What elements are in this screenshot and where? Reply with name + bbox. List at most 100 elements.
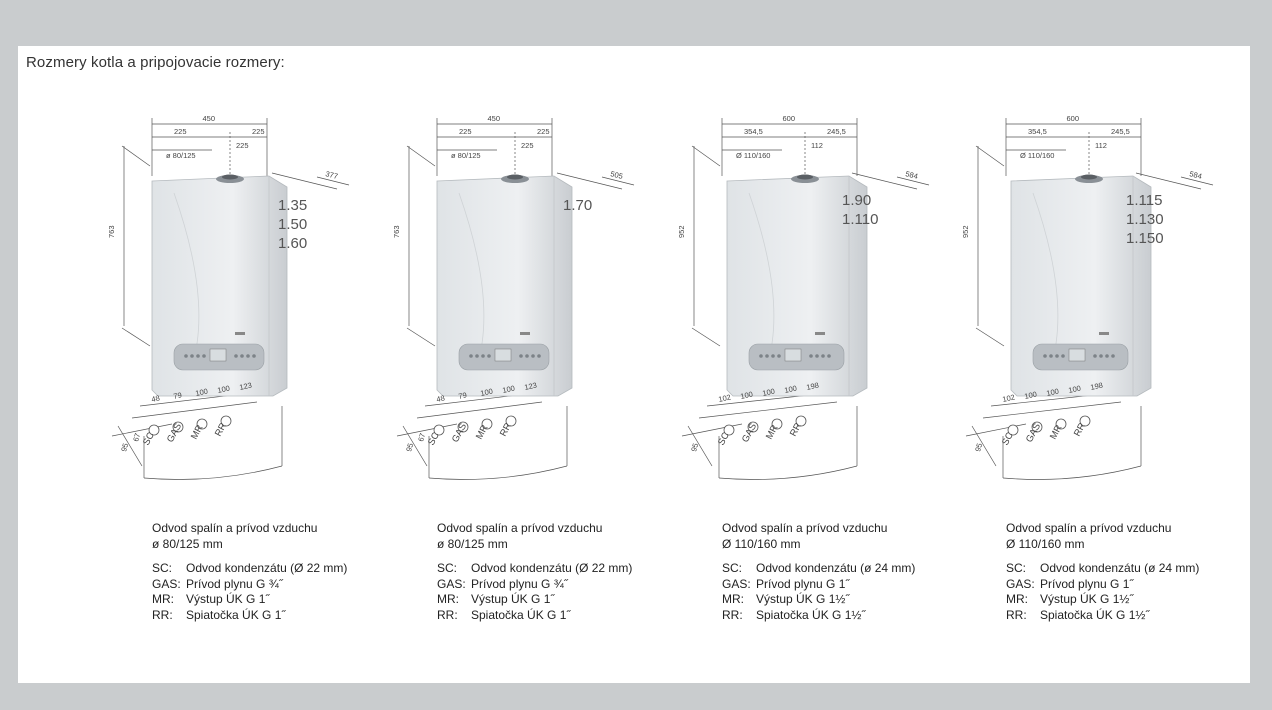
boiler-body bbox=[1010, 175, 1152, 397]
connection-mr bbox=[1055, 418, 1067, 430]
dimension-label: 354,5 bbox=[744, 127, 763, 136]
dimension-label: 100 bbox=[502, 384, 516, 395]
legend-text: Odvod kondenzátu (Ø 22 mm) bbox=[186, 561, 348, 575]
dimension-label: 198 bbox=[1090, 381, 1104, 392]
legend-key: MR: bbox=[152, 592, 174, 606]
legend-text: Prívod plynu G 1˝ bbox=[1040, 576, 1134, 591]
connection-gas bbox=[457, 421, 469, 433]
dimension-label: Ø 110/160 bbox=[736, 151, 770, 160]
connection-rr bbox=[1079, 415, 1091, 427]
legend-key: RR: bbox=[437, 607, 458, 622]
legend-key: GAS: bbox=[1006, 576, 1035, 591]
dimension-label: 48 bbox=[151, 393, 161, 404]
caption-flue-size: ø 80/125 mm bbox=[152, 536, 223, 551]
dimension-label: 112 bbox=[811, 141, 823, 150]
legend-text: Prívod plynu G ¾˝ bbox=[186, 576, 283, 591]
legend-key: MR: bbox=[437, 592, 459, 606]
dimension-label: 225 bbox=[236, 141, 249, 150]
caption-title: Odvod spalín a prívod vzduchu bbox=[152, 521, 318, 535]
dimension-label: 95 bbox=[119, 442, 130, 452]
caption-title: Odvod spalín a prívod vzduchu bbox=[437, 521, 603, 535]
legend-text: Odvod kondenzátu (ø 24 mm) bbox=[756, 561, 916, 575]
legend-row: MR: Výstup ÚK G 1˝ bbox=[152, 592, 412, 608]
dimension-label: 245,5 bbox=[1111, 127, 1130, 136]
legend-row: RR: Spiatočka ÚK G 1˝ bbox=[437, 608, 697, 624]
legend-key: SC: bbox=[1006, 561, 1027, 575]
model-list: 1.70 bbox=[563, 196, 592, 215]
legend-text: Výstup ÚK G 1˝ bbox=[186, 592, 270, 606]
legend-text: Prívod plynu G ¾˝ bbox=[471, 576, 568, 591]
legend-row: SC: Odvod kondenzátu (Ø 22 mm) bbox=[152, 561, 412, 577]
legend-text: Spiatočka ÚK G 1˝ bbox=[186, 607, 286, 622]
connection-rr bbox=[795, 415, 807, 427]
legend-text: Spiatočka ÚK G 1˝ bbox=[471, 607, 571, 622]
model-number: 1.150 bbox=[1126, 230, 1164, 247]
legend-key: GAS: bbox=[152, 576, 181, 591]
connection-gas bbox=[172, 421, 184, 433]
dimension-label: 95 bbox=[973, 442, 984, 452]
connection-sc bbox=[148, 424, 160, 436]
dimension-label: 584 bbox=[1189, 169, 1203, 181]
dimension-label: 95 bbox=[404, 442, 415, 452]
dimension-label: 100 bbox=[762, 387, 776, 398]
legend-row: RR:Spiatočka ÚK G 1˝ bbox=[152, 608, 412, 624]
legend-key: MR: bbox=[722, 592, 744, 606]
caption-flue-size: Ø 110/160 mm bbox=[722, 536, 801, 551]
dimension-label: 100 bbox=[480, 387, 494, 398]
legend-key: GAS: bbox=[437, 576, 466, 591]
caption-title: Odvod spalín a prívod vzduchu bbox=[722, 521, 888, 535]
connection-gas bbox=[1031, 421, 1043, 433]
legend-key: RR: bbox=[722, 607, 743, 622]
connection-mr bbox=[771, 418, 783, 430]
model-number: 1.70 bbox=[563, 197, 593, 214]
dimension-label: 354,5 bbox=[1028, 127, 1047, 136]
dimension-label: 450 bbox=[488, 114, 501, 123]
dimension-label: ø 80/125 bbox=[451, 151, 481, 160]
dimension-label: 198 bbox=[806, 381, 820, 392]
dimension-label: 225 bbox=[521, 141, 534, 150]
connection-rr bbox=[220, 415, 232, 427]
dimension-label: 100 bbox=[1068, 384, 1082, 395]
dimension-label: 763 bbox=[392, 225, 401, 238]
legend-key: GAS: bbox=[722, 576, 751, 591]
caption-gap bbox=[1006, 552, 1266, 561]
legend-row: SC: Odvod kondenzátu (ø 24 mm) bbox=[722, 561, 982, 577]
legend-row: GAS: Prívod plynu G 1˝ bbox=[1006, 577, 1266, 593]
dimension-label: ø 80/125 bbox=[166, 151, 196, 160]
dimension-label: 245,5 bbox=[827, 127, 846, 136]
dimension-label: 225 bbox=[537, 127, 550, 136]
legend-row: GAS: Prívod plynu G ¾˝ bbox=[152, 577, 412, 593]
legend-key: SC: bbox=[722, 561, 743, 575]
page-title: Rozmery kotla a pripojovacie rozmery: bbox=[26, 54, 285, 71]
legend-row: MR: Výstup ÚK G 1½˝ bbox=[722, 592, 982, 608]
caption-flue-size: ø 80/125 mm bbox=[437, 536, 508, 551]
legend-text: Prívod plynu G 1˝ bbox=[756, 576, 850, 591]
dimension-label: 123 bbox=[524, 381, 538, 392]
legend-row: RR:Spiatočka ÚK G 1½˝ bbox=[722, 608, 982, 624]
connection-sc bbox=[723, 424, 735, 436]
dimension-label: 952 bbox=[677, 225, 686, 238]
model-number: 1.110 bbox=[842, 211, 879, 228]
dimension-label: 763 bbox=[107, 225, 116, 238]
legend-row: SC:Odvod kondenzátu (ø 24 mm) bbox=[1006, 561, 1266, 577]
dimension-label: 67 bbox=[416, 432, 427, 442]
dimension-label: 67 bbox=[131, 432, 142, 442]
legend-row: GAS: Prívod plynu G 1˝ bbox=[722, 577, 982, 593]
legend-text: Výstup ÚK G 1½˝ bbox=[756, 592, 850, 606]
connection-sc bbox=[1007, 424, 1019, 436]
dimension-label: 48 bbox=[436, 393, 446, 404]
connection-mr bbox=[196, 418, 208, 430]
legend-row: MR:Výstup ÚK G 1½˝ bbox=[1006, 592, 1266, 608]
legend-key: SC: bbox=[152, 561, 173, 575]
legend-row: GAS: Prívod plynu G ¾˝ bbox=[437, 577, 697, 593]
